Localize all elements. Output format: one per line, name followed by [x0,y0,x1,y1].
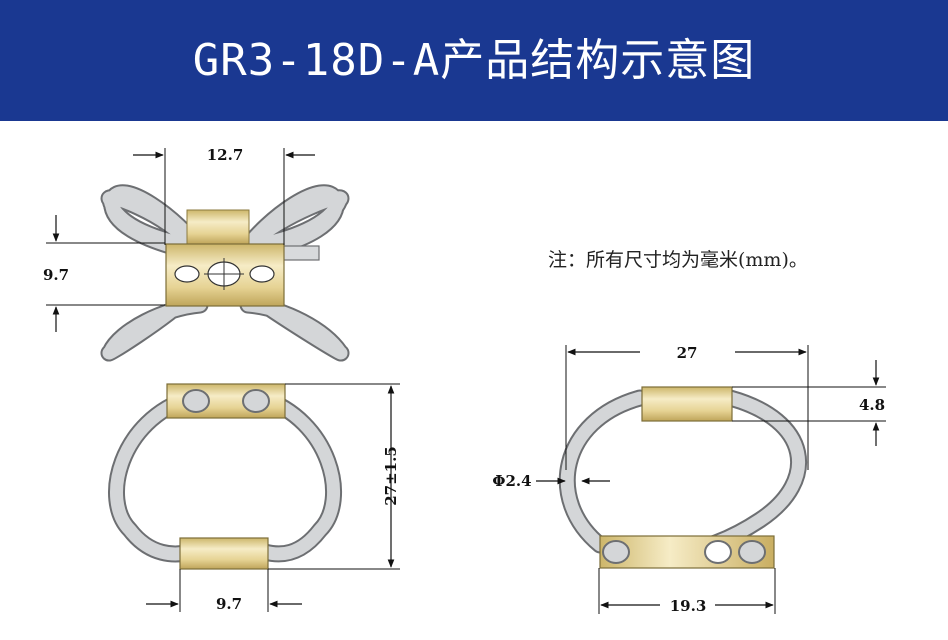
side-view-wire-end-right [738,540,766,564]
top-view-rod-end [281,245,320,261]
dim-side-width: 27 [565,344,809,470]
dim-side-bottom-width-label: 19.3 [670,597,707,615]
front-view: 27±1.5 9.7 [108,383,400,613]
dim-front-height: 27±1.5 [268,383,400,570]
structure-drawing: 12.7 9.7 27±1.5 [43,146,886,615]
top-view-wire-loops [100,184,350,362]
front-view-wire [110,391,340,561]
top-view: 12.7 9.7 [43,146,350,362]
dim-side-block-height: 4.8 [732,360,886,446]
side-view-wire-end-left [602,540,630,564]
dim-front-height-label: 27±1.5 [382,446,400,506]
dim-top-width-label: 12.7 [207,146,244,164]
side-view-top-block [641,386,733,422]
side-view-hole [704,540,732,564]
front-view-wire-end-right [242,389,270,413]
hole-left [174,265,200,283]
dim-side-width-label: 27 [677,344,698,362]
dim-top-width: 12.7 [133,146,315,245]
dim-side-block-height-label: 4.8 [859,396,885,414]
hole-right [249,265,275,283]
units-note: 注：所有尺寸均为毫米(mm)。 [548,249,808,271]
dim-wire-diameter-label: Φ2.4 [492,472,531,490]
dim-top-height-label: 9.7 [43,266,69,284]
dim-top-height: 9.7 [43,215,165,332]
dim-front-bottom-width: 9.7 [146,569,302,613]
front-view-wire-end-left [182,389,210,413]
title-banner [0,0,948,121]
dim-front-bottom-width-label: 9.7 [216,595,242,613]
top-view-upper-block [186,209,250,245]
dim-side-bottom-width: 19.3 [598,568,776,615]
front-view-bottom-block [179,537,269,570]
side-view: 27 4.8 Φ2.4 19.3 [492,344,886,615]
dim-wire-diameter: Φ2.4 [492,472,610,490]
page-title: GR3-18D-A产品结构示意图 [192,35,756,86]
